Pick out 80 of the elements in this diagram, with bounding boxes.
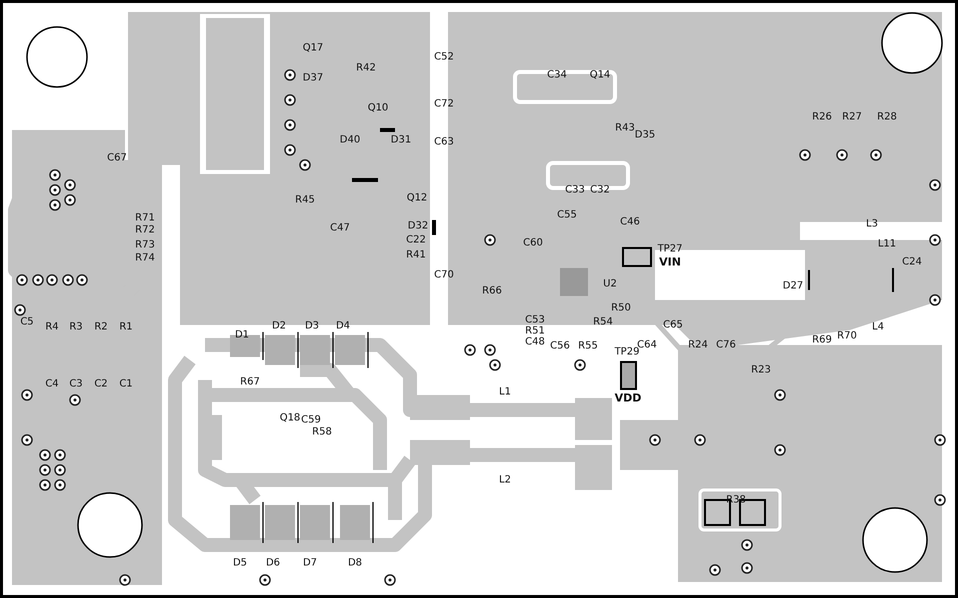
component-designator: L2 [499, 474, 511, 486]
net-label: VDD [614, 392, 642, 404]
component-designator: C47 [330, 222, 350, 234]
component-designator: D40 [340, 134, 360, 146]
component-designator: L1 [499, 386, 511, 398]
component-designator: L3 [866, 218, 878, 230]
component-designator: Q18 [280, 412, 300, 424]
component-designator: C1 [119, 378, 133, 390]
component-designator: C46 [620, 216, 640, 228]
component-designator: C24 [902, 256, 922, 268]
component-designator: C52 [434, 52, 454, 62]
component-designator: TP29 [614, 346, 640, 358]
component-designator: Q14 [590, 70, 610, 80]
component-designator: R1 [119, 322, 133, 332]
component-designator: R2 [94, 322, 108, 332]
component-designator: R55 [578, 340, 598, 352]
component-designator: D8 [348, 558, 362, 568]
component-designator: R45 [295, 194, 315, 206]
component-designator: R24 [688, 340, 708, 350]
component-designator: Q10 [368, 102, 388, 114]
component-designator: C22 [406, 234, 426, 246]
component-designator: R54 [593, 316, 613, 328]
component-designator: C70 [434, 270, 454, 280]
component-designator: U2 [603, 278, 617, 290]
component-designator: R50 [611, 302, 631, 314]
component-designator: C65 [663, 320, 683, 330]
component-designator: D27 [782, 280, 804, 292]
component-designator: D6 [266, 558, 280, 568]
component-designator: R26 [812, 112, 832, 122]
component-designator: R23 [751, 364, 771, 376]
component-designator: D37 [302, 72, 324, 84]
component-designator: R42 [356, 62, 376, 74]
component-designator: C2 [94, 378, 108, 390]
component-designator: Q17 [302, 42, 324, 54]
component-designator: C67 [107, 152, 127, 164]
component-designator: R69 [812, 334, 832, 346]
component-designator: C34 [547, 70, 567, 80]
component-designator: R43 [615, 122, 635, 134]
component-designator: R70 [837, 330, 857, 342]
component-designator: C56 [550, 340, 570, 352]
component-designator: C59 [301, 414, 321, 426]
component-designator: R41 [406, 250, 426, 260]
component-designator: C76 [716, 340, 736, 350]
component-designator: D7 [302, 558, 318, 568]
component-designator: C33 [565, 184, 585, 196]
component-designator: D1 [234, 330, 250, 340]
component-designator: TP27 [658, 244, 682, 254]
component-designator: D2 [272, 320, 286, 332]
component-designator: R72 [135, 224, 155, 236]
component-designator: R51 [525, 326, 545, 336]
net-label: VIN [659, 256, 681, 268]
component-designator: L11 [878, 238, 896, 250]
component-designator: C55 [557, 210, 577, 220]
component-designator: R73 [135, 240, 155, 250]
component-designator: C72 [434, 98, 454, 110]
component-designator: R28 [877, 112, 897, 122]
component-designator: C4 [45, 378, 59, 390]
component-designator: R58 [312, 426, 332, 438]
component-designator: D31 [390, 134, 412, 146]
component-designator: R67 [240, 376, 260, 388]
component-designator: C60 [523, 238, 543, 248]
component-designator: L4 [872, 322, 884, 332]
component-designator: D4 [336, 320, 350, 332]
component-designator: C63 [434, 136, 454, 148]
component-designator: D5 [232, 558, 248, 568]
component-designator: D32 [408, 220, 428, 232]
component-designator: C32 [590, 184, 610, 196]
component-designator: R66 [482, 286, 502, 296]
component-designator: D3 [304, 320, 320, 332]
component-designator: C3 [69, 378, 83, 390]
component-designator: C48 [525, 336, 545, 348]
component-designator: R71 [135, 212, 155, 224]
component-designator: R74 [135, 252, 155, 264]
component-designator: D35 [634, 130, 656, 140]
component-designator: R3 [69, 322, 83, 332]
component-designator: R4 [45, 322, 59, 332]
component-designator: R27 [842, 112, 862, 122]
component-designator: Q12 [406, 192, 428, 204]
component-designator: C53 [525, 314, 545, 326]
component-designator: C5 [20, 316, 34, 328]
